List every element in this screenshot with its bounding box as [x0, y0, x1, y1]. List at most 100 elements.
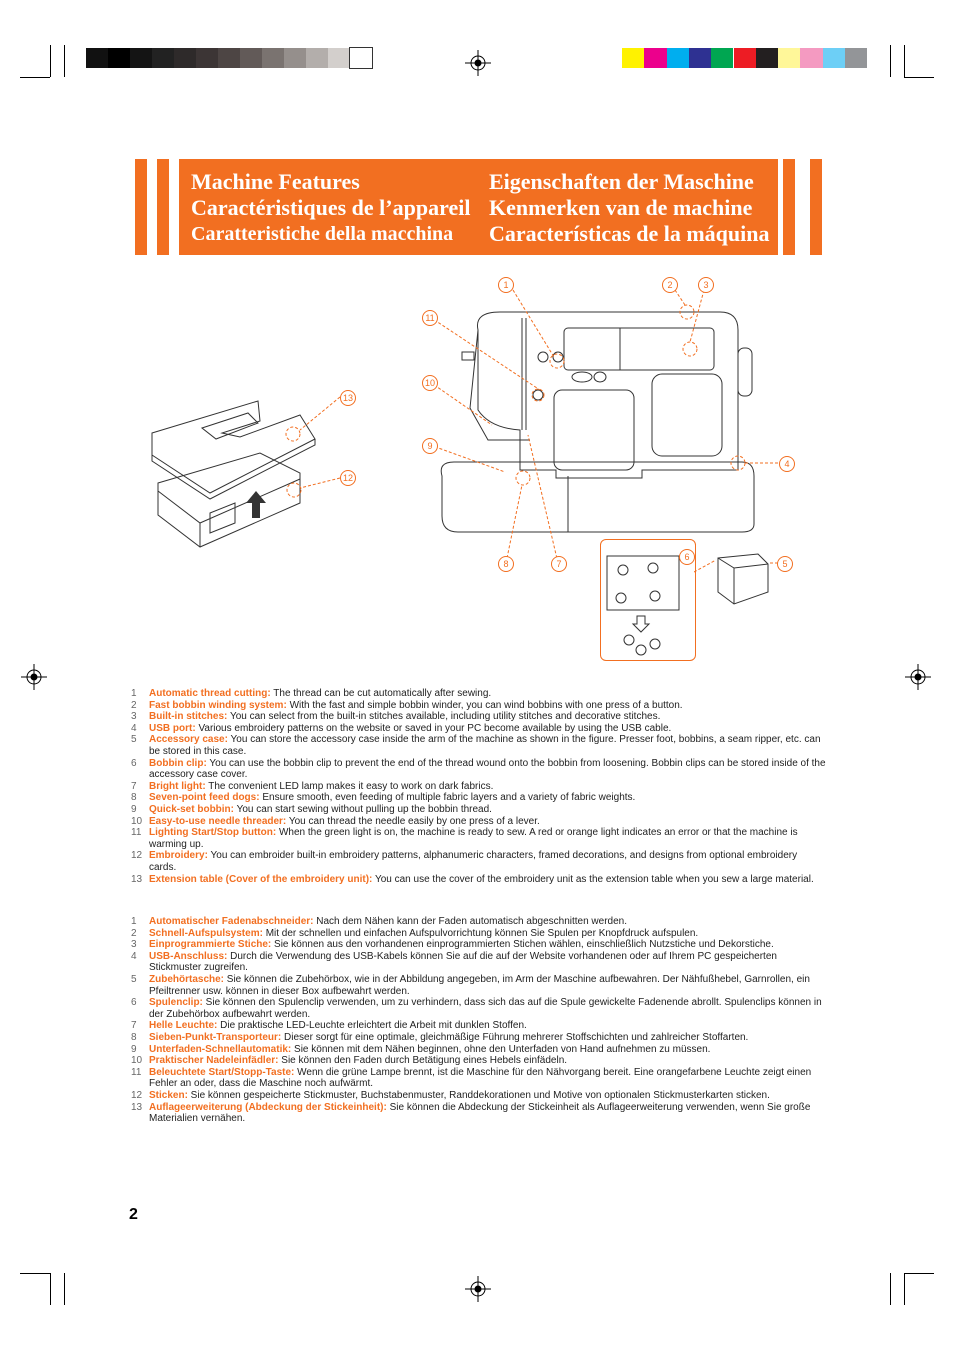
callout-8: 8 [498, 556, 514, 572]
callout-4: 4 [779, 456, 795, 472]
registration-target-left [21, 664, 47, 690]
feature-number: 3 [131, 711, 137, 723]
feature-description: You can start sewing without pulling up … [234, 803, 492, 815]
feature-description: You can use the cover of the embroidery … [372, 873, 814, 885]
bobbin-clip-illustration [606, 555, 680, 656]
feature-term: Accessory case: [149, 734, 228, 746]
callout-10: 10 [422, 375, 438, 391]
feature-term: Beleuchtete Start/Stopp-Taste: [149, 1066, 295, 1078]
feature-description: Various embroidery patterns on the websi… [195, 722, 672, 734]
color-swatch [130, 48, 152, 68]
header-stripe-left-1 [135, 159, 147, 255]
feature-number: 6 [131, 757, 137, 769]
feature-term: Bobbin clip: [149, 757, 207, 769]
color-swatch [218, 48, 240, 68]
callout-12: 12 [340, 470, 356, 486]
accessory-case-illustration [694, 553, 769, 605]
feature-description: Sie können aus den vorhandenen einprogra… [271, 939, 774, 951]
feature-item: 3 Built-in stitches: You can select from … [131, 711, 827, 723]
registration-target-right [905, 664, 931, 690]
feature-number: 7 [131, 1020, 137, 1032]
feature-number: 13 [131, 1101, 143, 1113]
feature-description: Die praktische LED-Leuchte erleichtert d… [217, 1020, 527, 1032]
feature-term: Built-in stitches: [149, 711, 228, 723]
feature-description: Mit der schnellen und einfachen Aufspulv… [262, 927, 699, 939]
feature-description: The convenient LED lamp makes it easy to… [205, 780, 494, 792]
feature-term: Helle Leuchte: [149, 1020, 218, 1032]
feature-number: 3 [131, 939, 137, 951]
feature-number: 12 [131, 850, 143, 862]
color-swatch [284, 48, 306, 68]
feature-number: 4 [131, 722, 137, 734]
callout-3: 3 [698, 277, 714, 293]
feature-term: Unterfaden-Schnellautomatik: [149, 1043, 292, 1055]
callout-5: 5 [777, 556, 793, 572]
feature-term: USB-Anschluss: [149, 950, 228, 962]
callout-7: 7 [551, 556, 567, 572]
color-swatch [152, 48, 174, 68]
feature-description: With the fast and simple bobbin winder, … [286, 699, 683, 711]
callout-leader-lines [285, 289, 778, 564]
color-swatch [733, 48, 756, 68]
feature-term: Quick-set bobbin: [149, 803, 234, 815]
feature-description: Dieser sorgt für eine optimale, gleichmä… [281, 1031, 749, 1043]
feature-term: Auflageerweiterung (Abdeckung der Sticke… [149, 1101, 387, 1113]
feature-term: Bright light: [149, 780, 206, 792]
color-swatch [822, 48, 845, 68]
feature-number: 8 [131, 1031, 137, 1043]
color-swatch [644, 48, 667, 68]
feature-number: 10 [131, 1055, 143, 1067]
section-header [179, 159, 778, 255]
feature-term: Spulenclip: [149, 997, 203, 1009]
feature-number: 5 [131, 734, 137, 746]
feature-term: Easy-to-use needle threader: [149, 815, 287, 827]
feature-term: Fast bobbin winding system: [149, 699, 287, 711]
feature-description: You can thread the needle easily by one … [286, 815, 540, 827]
color-swatch [108, 48, 130, 68]
feature-number: 8 [131, 792, 137, 804]
title-fr: Caractéristiques de l’appareil [191, 195, 471, 220]
color-swatch [622, 48, 645, 68]
feature-description: The thread can be cut automatically afte… [270, 688, 492, 699]
color-swatch [666, 48, 689, 68]
registration-target-top [465, 50, 491, 76]
color-swatch [174, 48, 196, 68]
feature-term: Automatic thread cutting: [149, 688, 271, 699]
feature-term: Sticken: [149, 1089, 188, 1101]
feature-item: 7 Helle Leuchte: Die praktische LED-Leuch… [131, 1020, 827, 1032]
color-swatch [800, 48, 823, 68]
color-swatch [240, 48, 262, 68]
feature-description: You can embroider built-in embroidery pa… [149, 850, 798, 873]
title-de: Eigenschaften der Maschine [489, 169, 754, 194]
color-swatch [349, 47, 373, 69]
title-nl: Kenmerken van de machine [489, 195, 753, 220]
feature-number: 1 [131, 916, 137, 927]
feature-term: Automatischer Fadenabschneider: [149, 916, 314, 927]
page-number: 2 [129, 1206, 138, 1223]
feature-description: Sie können gespeicherte Stickmuster, Buc… [187, 1089, 770, 1101]
registration-target-bottom [465, 1276, 491, 1302]
color-swatch [845, 48, 868, 68]
feature-number: 2 [131, 927, 137, 939]
feature-description: You can select from the built-in stitche… [227, 711, 661, 723]
feature-term: Praktischer Nadeleinfädler: [149, 1055, 279, 1067]
callout-1: 1 [498, 277, 514, 293]
feature-description: You can use the bobbin clip to prevent t… [149, 757, 826, 781]
feature-description: Sie können die Zubehörbox, wie in der Ab… [149, 973, 810, 997]
